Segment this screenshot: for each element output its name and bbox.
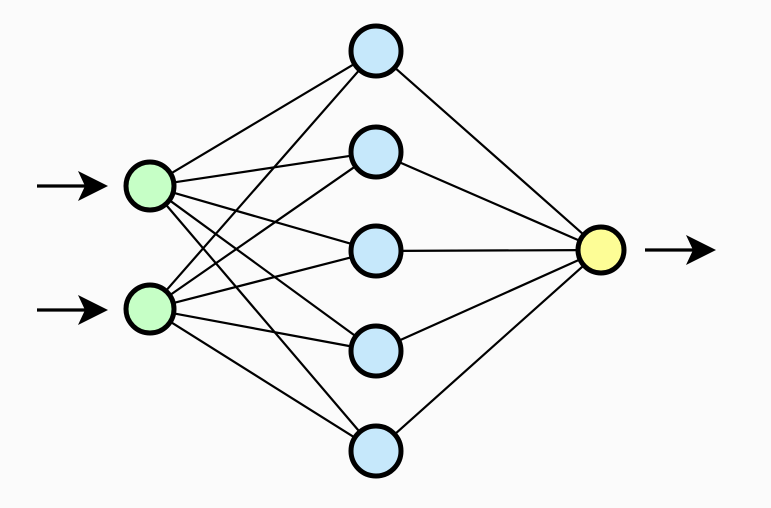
edge-in-2-to-h-2	[167, 164, 358, 297]
edge-in-2-to-h-4	[171, 312, 354, 348]
node-hidden-3[interactable]	[348, 223, 404, 279]
edge-in-2-to-h-3	[171, 255, 354, 305]
edge-in-2-to-h-1	[164, 67, 362, 293]
io-arrows	[37, 171, 716, 325]
edge-in-1-to-h-5	[163, 202, 362, 434]
edge-in-1-to-h-3	[171, 191, 355, 246]
input-arrow-bottom-head	[78, 295, 108, 325]
edge-h-1-to-out-1	[392, 65, 586, 237]
edge-in-1-to-h-1	[168, 62, 357, 176]
node-input-1[interactable]	[123, 159, 177, 213]
node-hidden-1[interactable]	[348, 23, 404, 79]
edge-in-2-to-h-5	[168, 320, 357, 440]
edge-h-5-to-out-1	[392, 263, 586, 437]
node-output-1[interactable]	[575, 224, 627, 276]
node-hidden-4[interactable]	[348, 323, 404, 379]
edge-h-3-to-out-1	[398, 248, 581, 252]
node-hidden-2[interactable]	[348, 124, 404, 180]
node-input-2[interactable]	[123, 282, 177, 336]
edge-in-1-to-h-4	[167, 198, 358, 338]
network-nodes	[123, 23, 627, 479]
connection-edges	[163, 62, 586, 440]
node-hidden-5[interactable]	[348, 423, 404, 479]
input-arrow-top-head	[78, 171, 108, 201]
edge-h-2-to-out-1	[396, 160, 582, 243]
edge-h-4-to-out-1	[396, 257, 583, 343]
edge-in-1-to-h-2	[171, 154, 354, 184]
output-arrow-head	[686, 235, 716, 265]
